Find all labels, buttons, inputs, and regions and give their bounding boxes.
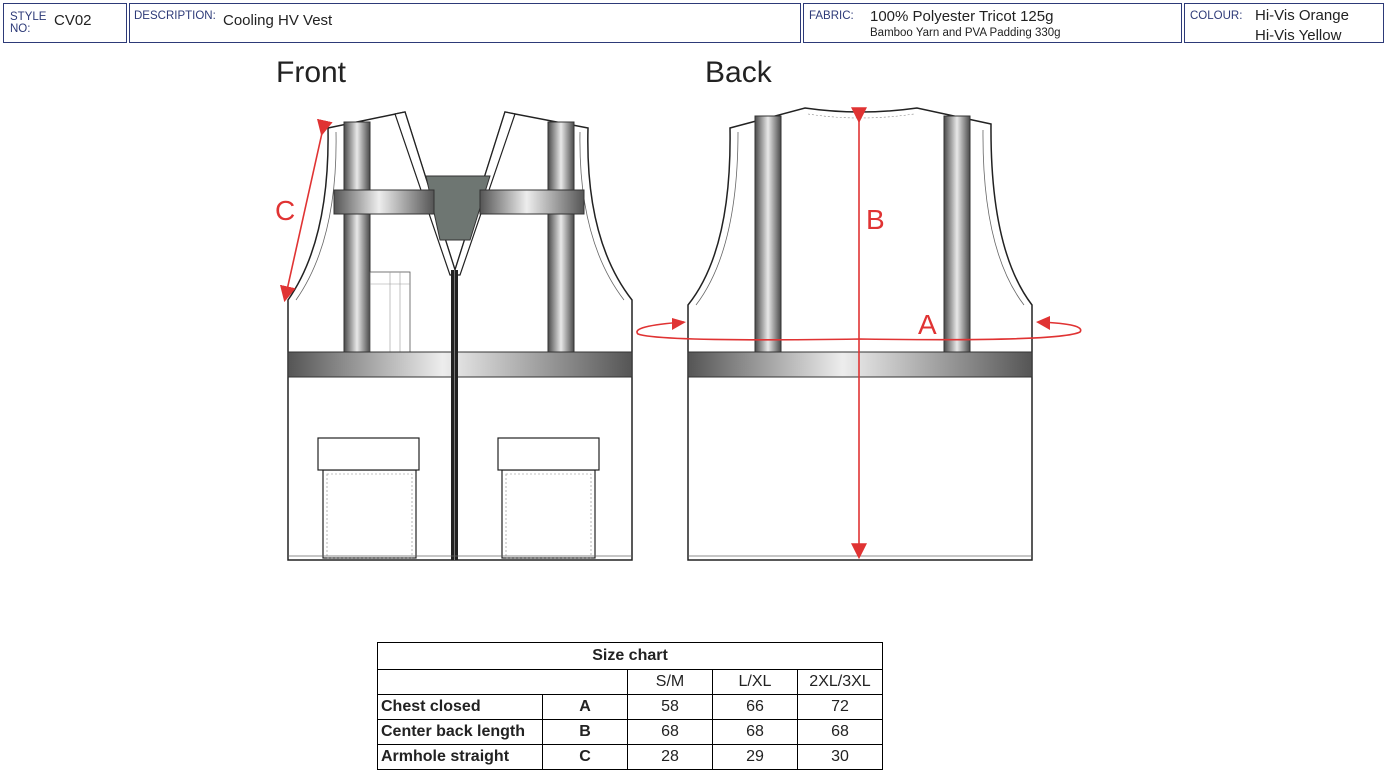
measurement-code: A [542,694,628,720]
marker-a: A [918,309,937,340]
front-vest [287,111,633,561]
size-header: 2XL/3XL [797,669,883,695]
description-box: DESCRIPTION: Cooling HV Vest [129,3,801,43]
measurement-value: 28 [627,744,713,770]
measurement-value: 68 [627,719,713,745]
marker-b: B [866,204,885,235]
back-vest-outline [687,107,1033,561]
measurement-name: Armhole straight [377,744,543,770]
fabric-box: FABRIC: 100% Polyester Tricot 125g Bambo… [803,3,1182,43]
fabric-label: FABRIC: [809,10,854,22]
style-label-line2: NO: [10,23,31,35]
vest-drawing: C B A [275,107,1082,561]
measurement-a [636,316,1082,341]
table-row: Center back length B 68 68 68 [377,719,883,745]
measurement-name: Chest closed [377,694,543,720]
measurement-value: 58 [627,694,713,720]
marker-c: C [275,195,295,226]
style-value: CV02 [54,12,92,29]
fabric-line2: Bamboo Yarn and PVA Padding 330g [870,27,1061,39]
back-right-tape [943,115,971,353]
style-label-line1: STYLE [10,11,47,23]
front-left-pocket [317,437,420,559]
front-right-tape [547,121,575,353]
size-header: L/XL [712,669,798,695]
colour-line1: Hi-Vis Orange [1255,7,1349,24]
measurement-value: 72 [797,694,883,720]
measurement-code: B [542,719,628,745]
front-right-pocket [497,437,600,559]
fabric-line1: 100% Polyester Tricot 125g [870,8,1054,25]
back-waist-tape [687,351,1033,378]
colour-label: COLOUR: [1190,10,1243,22]
back-left-tape [754,115,782,353]
size-chart-table: Size chart S/M L/XL 2XL/3XL Chest closed… [377,642,883,770]
size-header: S/M [627,669,713,695]
colour-box: COLOUR: Hi-Vis Orange Hi-Vis Yellow [1184,3,1384,44]
size-header-blank [377,669,628,695]
measurement-value: 68 [797,719,883,745]
colour-line2: Hi-Vis Yellow [1255,27,1342,44]
back-vest [687,107,1033,561]
front-title: Front [276,56,347,89]
measurement-code: C [542,744,628,770]
style-box: STYLE NO: CV02 [3,3,127,43]
back-title: Back [705,56,772,89]
measurement-value: 66 [712,694,798,720]
table-row: Armhole straight C 28 29 30 [377,744,883,770]
measurement-c [279,118,333,303]
measurement-value: 68 [712,719,798,745]
measurement-value: 30 [797,744,883,770]
description-label: DESCRIPTION: [134,10,216,22]
measurement-value: 29 [712,744,798,770]
size-chart-title: Size chart [377,642,883,670]
front-left-tape [343,121,371,353]
table-row: Chest closed A 58 66 72 [377,694,883,720]
measurement-name: Center back length [377,719,543,745]
front-waist-tape [287,351,633,378]
description-value: Cooling HV Vest [223,12,333,29]
